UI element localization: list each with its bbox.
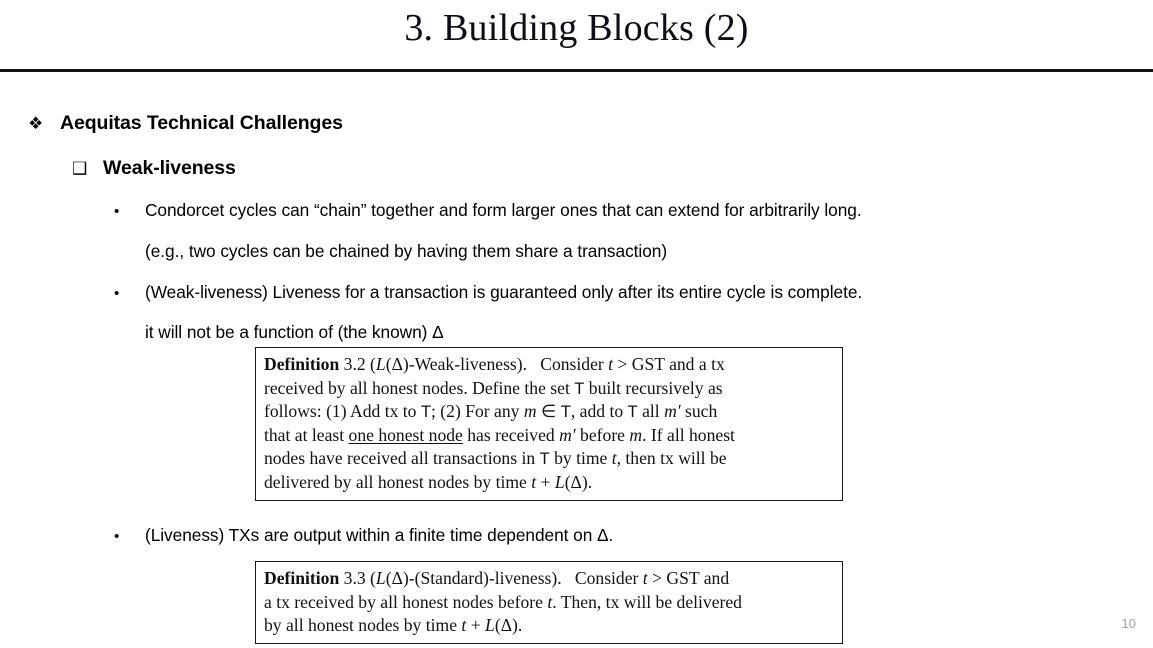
definition-line: received by all honest nodes. Define the… [264, 377, 835, 401]
dot-bullet-icon: • [114, 528, 120, 545]
definition-text-run: before [575, 424, 630, 445]
definition-text-run: (Δ). [564, 471, 593, 492]
definition-text-run: L [485, 615, 495, 636]
dot-bullet-icon: • [114, 285, 120, 302]
definition-line: by all honest nodes by time t + L(Δ). [264, 614, 835, 638]
definition-text-run: ; (2) For any [431, 401, 524, 422]
definition-text-run: a tx received by all honest nodes before [264, 591, 548, 612]
definition-text-run: 3.3 ( [339, 568, 376, 588]
list-item-text: (Weak-liveness) Liveness for a transacti… [145, 282, 863, 302]
definition-text-run: delivered by all honest nodes by time [264, 471, 532, 492]
definition-line: delivered by all honest nodes by time t … [264, 471, 835, 495]
definition-line: Definition 3.2 (L(Δ)-Weak-liveness). Con… [264, 353, 835, 377]
definition-text-run: t [608, 354, 614, 374]
definition-text-run: m [629, 424, 643, 445]
definition-text-run: Definition [264, 568, 340, 588]
definition-text-run: + [466, 615, 486, 636]
definition-text-run: (Δ)-Weak-liveness). Consider [385, 354, 609, 374]
definition-text-run: 3.2 ( [339, 354, 376, 374]
definition-text-run: by time [549, 448, 612, 469]
hollow-square-bullet-icon: ❑ [72, 159, 88, 178]
bullet-level2-weak-liveness: ❑ Weak-liveness [72, 157, 236, 180]
bullet-level2-label: Weak-liveness [103, 157, 236, 179]
definition-text-run: > GST and [647, 568, 730, 588]
list-item-text: (Liveness) TXs are output within a finit… [145, 525, 614, 545]
definition-text-run: m′ [559, 424, 576, 445]
page-number: 10 [1121, 616, 1136, 631]
definition-text-run: that at least [264, 424, 349, 445]
definition-line: that at least one honest node has receiv… [264, 424, 835, 448]
definition-text-run: m′ [664, 401, 681, 422]
definition-text-run: , then tx will be [616, 448, 727, 469]
definition-box-3-2: Definition 3.2 (L(Δ)-Weak-liveness). Con… [255, 347, 843, 501]
definition-text-run: + [536, 471, 555, 492]
definition-text-run: received by all honest nodes. Define the… [264, 377, 575, 398]
definition-text-run: ∈ [536, 401, 561, 422]
definition-text-run: built recursively as [584, 377, 723, 398]
definition-text-run: follows: (1) Add tx to [264, 401, 421, 422]
definition-text-run: T [574, 378, 585, 398]
definition-text-run: Definition [264, 354, 340, 374]
definition-text-run: T [627, 402, 638, 422]
definition-line: follows: (1) Add tx to T; (2) For any m … [264, 400, 835, 424]
dot-bullet-icon: • [114, 203, 120, 220]
definition-text-run: one honest node [348, 424, 463, 445]
list-item-continuation: (e.g., two cycles can be chained by havi… [145, 241, 668, 261]
list-item: • (Liveness) TXs are output within a fin… [114, 523, 613, 547]
definition-text-run: (Δ). [494, 615, 523, 636]
definition-text-run: t [531, 471, 537, 492]
bullet-level1-aequitas-technical-challenges: ❖ Aequitas Technical Challenges [28, 112, 343, 135]
definition-text-run: by all honest nodes by time [264, 615, 462, 636]
list-item-text: Condorcet cycles can “chain” together an… [145, 200, 862, 220]
definition-text-run: t [547, 591, 553, 612]
definition-line: nodes have received all transactions in … [264, 447, 835, 471]
definition-text-run: T [539, 449, 550, 469]
definition-text-run: such [680, 401, 718, 422]
definition-text-run: , add to [570, 401, 628, 422]
definition-text-run: . If all honest [642, 424, 735, 445]
definition-text-run: has received [462, 424, 560, 445]
definition-text-run: L [375, 354, 386, 374]
definition-text-run: T [420, 402, 432, 422]
page-title: 3. Building Blocks (2) [404, 7, 749, 49]
definition-text-run: . Then, tx will be delivered [552, 591, 742, 612]
definition-text-run: t [611, 448, 617, 469]
list-item: • Condorcet cycles can “chain” together … [114, 198, 862, 222]
definition-text-run: > GST and a tx [613, 354, 725, 374]
list-item: • (Weak-liveness) Liveness for a transac… [114, 280, 862, 304]
title-divider [0, 69, 1153, 72]
definition-text-run: all [637, 401, 665, 422]
definition-text-run: T [560, 402, 571, 422]
definition-text-run: nodes have received all transactions in [264, 448, 540, 469]
definition-text-run: t [642, 568, 648, 588]
diamond-bullet-icon: ❖ [28, 114, 44, 133]
definition-text-run: (Δ)-(Standard)-liveness). Consider [385, 568, 643, 588]
list-item-continuation: it will not be a function of (the known)… [145, 322, 444, 342]
bullet-level1-label: Aequitas Technical Challenges [60, 112, 343, 134]
definition-line: a tx received by all honest nodes before… [264, 591, 835, 615]
definition-box-3-3: Definition 3.3 (L(Δ)-(Standard)-liveness… [255, 561, 843, 644]
definition-text-run: m [523, 401, 537, 422]
definition-text-run: L [554, 471, 565, 492]
definition-line: Definition 3.3 (L(Δ)-(Standard)-liveness… [264, 567, 835, 591]
definition-text-run: t [461, 615, 467, 636]
definition-text-run: L [375, 568, 386, 588]
